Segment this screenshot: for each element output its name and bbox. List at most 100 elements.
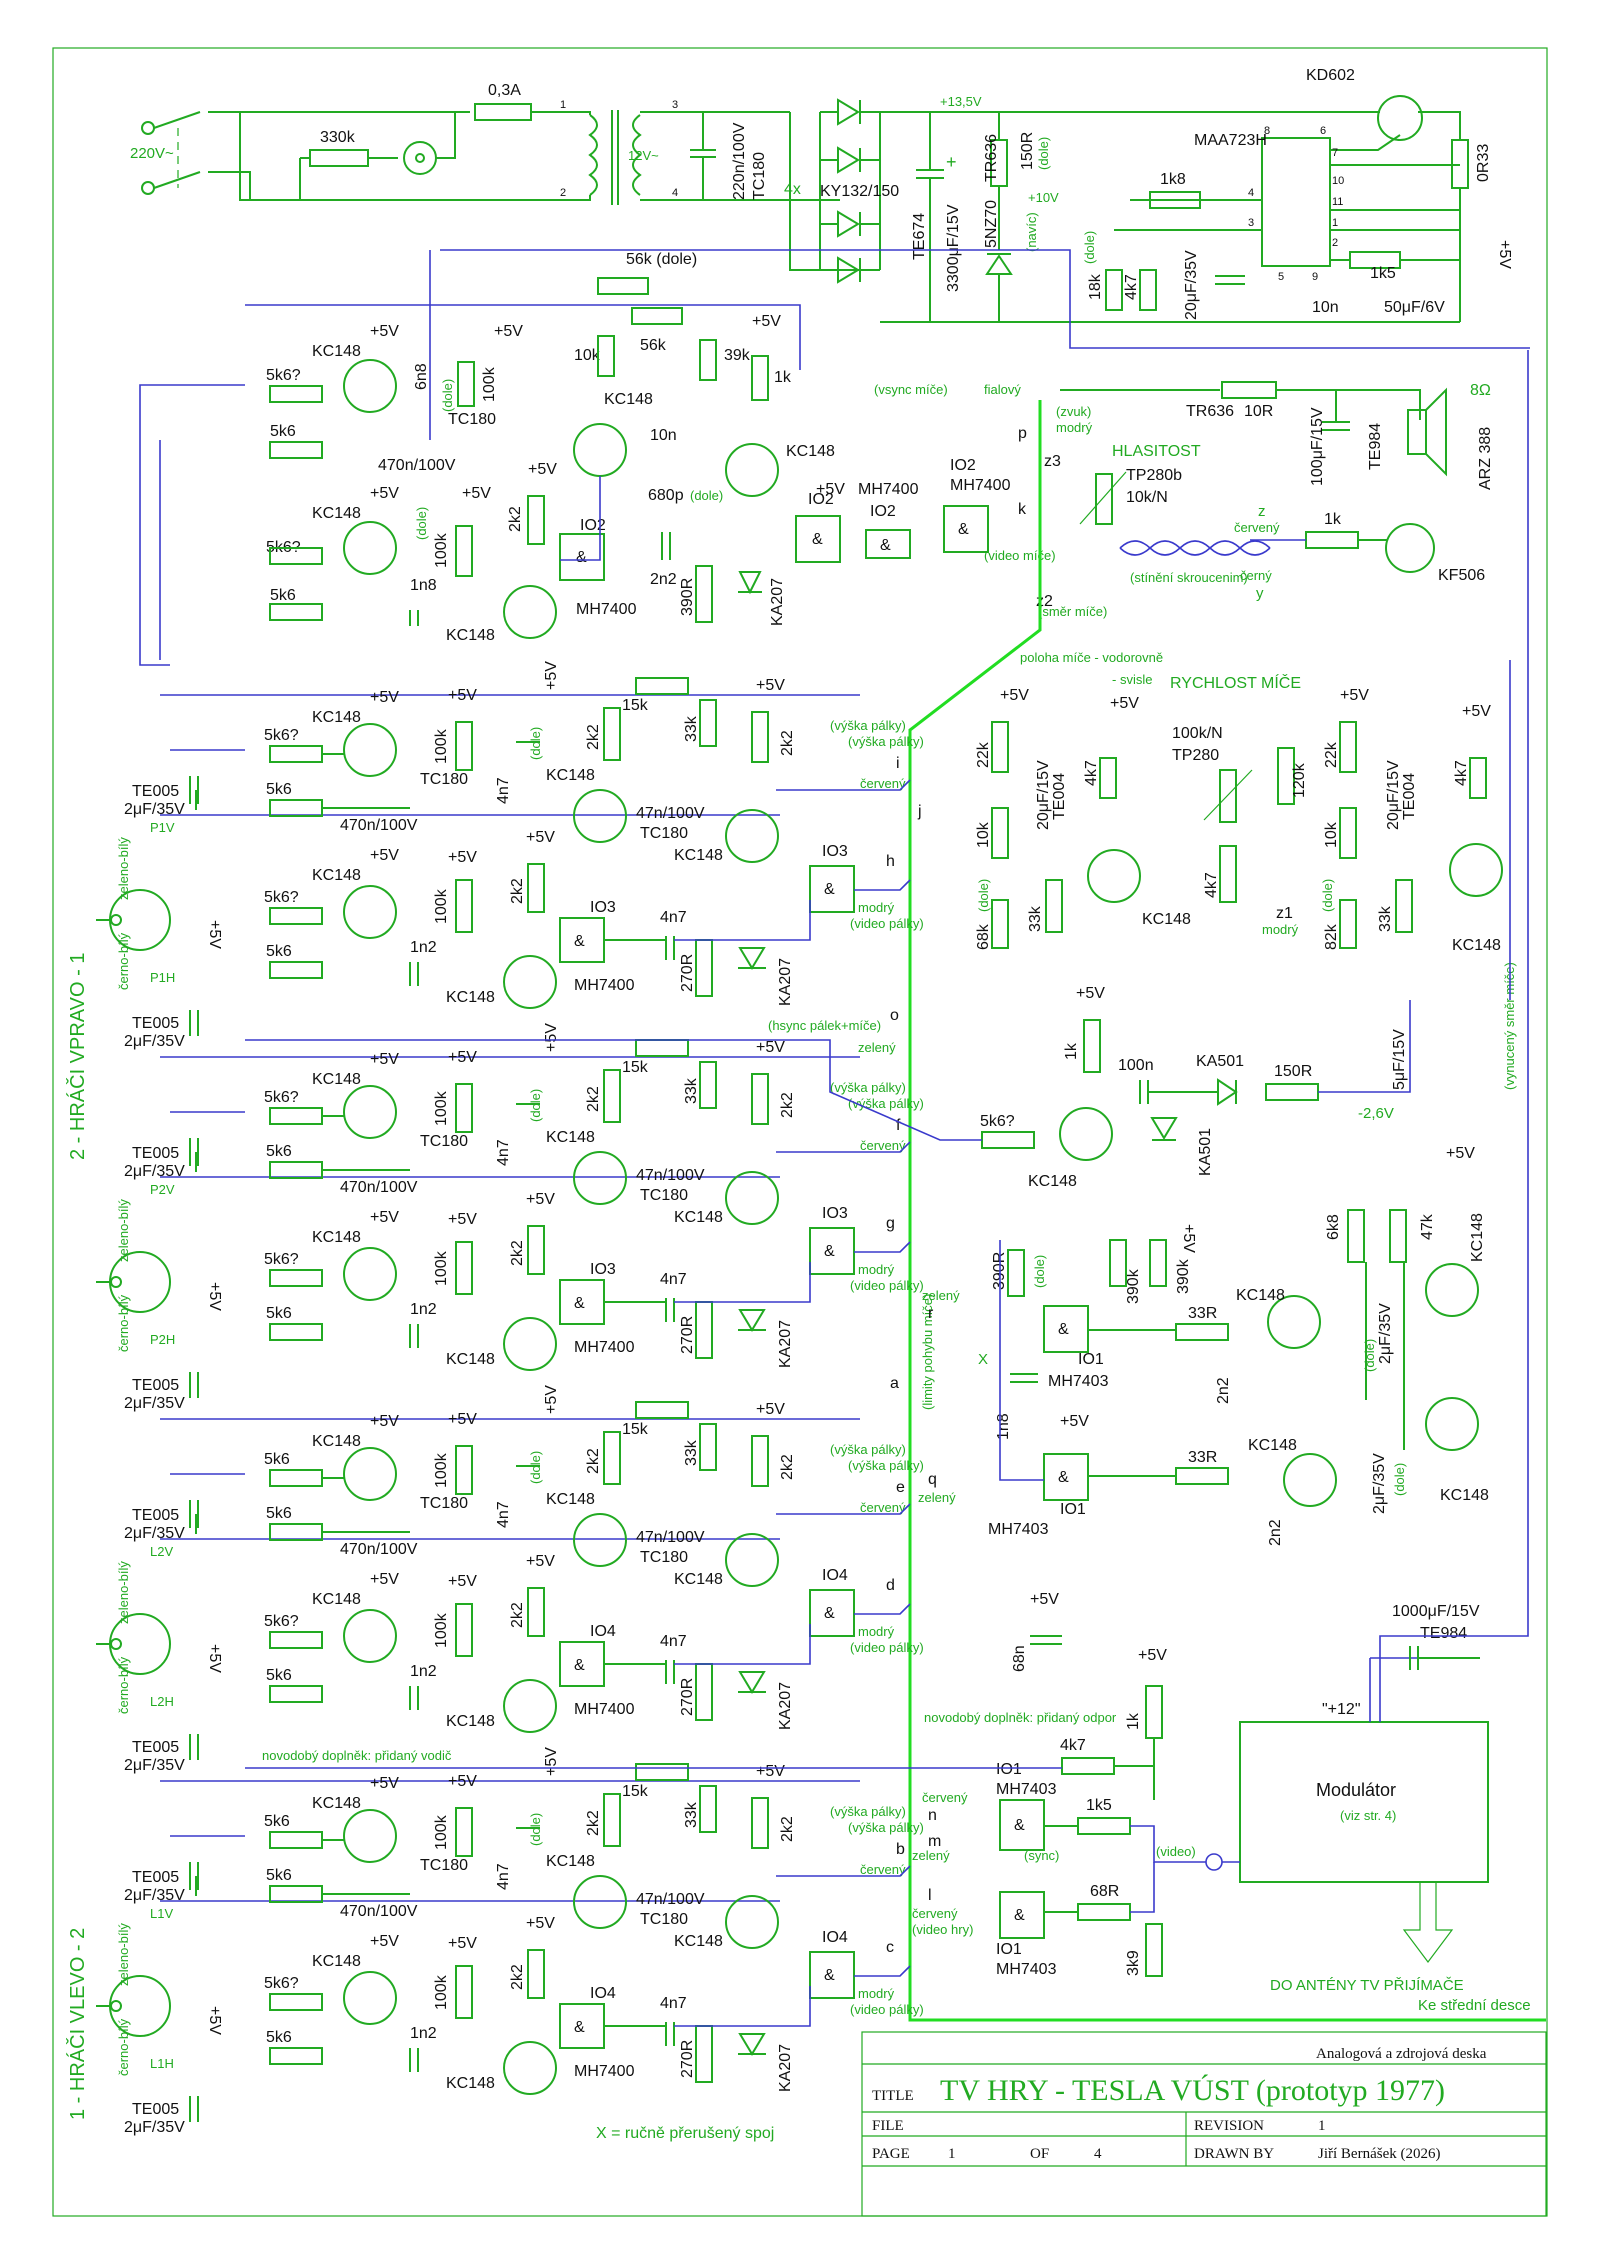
svg-text:TR636: TR636	[1186, 403, 1234, 420]
svg-text:(dole): (dole)	[1032, 1255, 1047, 1288]
svg-text:1k: 1k	[774, 369, 792, 386]
svg-text:&: &	[576, 549, 587, 566]
signal-label: j	[917, 803, 922, 820]
svg-text:červený: červený	[922, 1790, 968, 1805]
svg-text:470n/100V: 470n/100V	[378, 457, 456, 474]
svg-text:+5V: +5V	[526, 1553, 555, 1570]
players-left-label: 1 - HRÁČI VLEVO - 2	[66, 1928, 89, 2120]
svg-text:+5V: +5V	[526, 1191, 555, 1208]
svg-text:KC148: KC148	[1248, 1437, 1297, 1454]
svg-text:+5V: +5V	[448, 1773, 477, 1790]
svg-text:TC180: TC180	[448, 411, 496, 428]
svg-text:(směr míče): (směr míče)	[1038, 604, 1107, 619]
svg-text:(výška pálky): (výška pálky)	[830, 718, 906, 733]
svg-text:1: 1	[1318, 2118, 1326, 2134]
svg-text:MH7400: MH7400	[574, 2063, 635, 2080]
svg-text:TE004: TE004	[1051, 773, 1068, 820]
svg-text:5k6?: 5k6?	[264, 727, 299, 744]
svg-text:1: 1	[948, 2146, 956, 2162]
svg-text:4x: 4x	[784, 181, 801, 198]
paddle-pin-label: P1H	[150, 970, 175, 985]
svg-text:poloha míče - vodorovně: poloha míče - vodorovně	[1020, 650, 1163, 665]
svg-text:2n2: 2n2	[1215, 1377, 1232, 1404]
svg-text:modrý: modrý	[858, 1986, 895, 2001]
svg-text:(dole): (dole)	[414, 507, 429, 540]
svg-text:1k8: 1k8	[1160, 171, 1186, 188]
svg-text:2μF/35V: 2μF/35V	[124, 1757, 185, 1774]
svg-text:20μF/35V: 20μF/35V	[1183, 250, 1200, 320]
svg-text:10k: 10k	[975, 821, 992, 848]
svg-text:z3: z3	[1044, 453, 1061, 470]
svg-text:(vsync míče): (vsync míče)	[874, 382, 948, 397]
svg-text:+5V: +5V	[448, 849, 477, 866]
svg-text:KD602: KD602	[1306, 67, 1355, 84]
svg-text:+5V: +5V	[526, 1915, 555, 1932]
svg-text:IO2: IO2	[808, 491, 834, 508]
svg-text:MH7400: MH7400	[574, 977, 635, 994]
svg-text:2μF/35V: 2μF/35V	[1371, 1453, 1388, 1514]
svg-text:IO1: IO1	[1060, 1501, 1086, 1518]
svg-text:KC148: KC148	[446, 1713, 495, 1730]
paddle-pin-label: L2V	[150, 1544, 173, 1559]
svg-text:+5V: +5V	[462, 485, 491, 502]
svg-text:+5V: +5V	[494, 323, 523, 340]
paddle-blocks: P1V P1H zeleno-bílý černo-bílý +5V TE005 2μF/3…	[96, 661, 924, 2136]
svg-text:novodobý doplněk: přidaný vodi: novodobý doplněk: přidaný vodič	[262, 1748, 452, 1763]
svg-text:4: 4	[1094, 2146, 1102, 2162]
svg-text:KC148: KC148	[312, 1591, 361, 1608]
svg-text:&: &	[574, 1657, 585, 1674]
svg-text:270R: 270R	[679, 1678, 696, 1716]
svg-text:KC148: KC148	[546, 1129, 595, 1146]
svg-text:TE004: TE004	[1401, 773, 1418, 820]
svg-text:100k: 100k	[433, 728, 450, 764]
svg-text:+5V: +5V	[1340, 687, 1369, 704]
svg-text:(dole): (dole)	[528, 1089, 543, 1122]
svg-text:+5V: +5V	[370, 485, 399, 502]
svg-text:zelený: zelený	[858, 1040, 896, 1055]
svg-text:DRAWN BY: DRAWN BY	[1194, 2146, 1274, 2162]
signal-label: e	[896, 1479, 905, 1496]
signal-label: i	[896, 755, 900, 772]
hsync-section: (hsync pálek+míče) o zelený +5V 1k 100n …	[245, 985, 1411, 1190]
svg-text:68R: 68R	[1090, 1883, 1119, 1900]
svg-text:TC180: TC180	[640, 1187, 688, 1204]
svg-text:KC148: KC148	[312, 1229, 361, 1246]
svg-text:2μF/35V: 2μF/35V	[124, 1525, 185, 1542]
svg-text:TE005: TE005	[132, 1145, 179, 1162]
svg-text:KC148: KC148	[674, 1933, 723, 1950]
svg-text:černo-bílý: černo-bílý	[116, 932, 131, 990]
svg-text:2k2: 2k2	[509, 1240, 526, 1266]
svg-text:TC180: TC180	[420, 1857, 468, 1874]
svg-text:KC148: KC148	[312, 1433, 361, 1450]
ic-label: IO4	[590, 1623, 616, 1640]
svg-text:100k: 100k	[433, 1090, 450, 1126]
svg-text:+5V: +5V	[206, 1644, 223, 1673]
svg-text:MH7400: MH7400	[574, 1701, 635, 1718]
svg-text:+5V: +5V	[1138, 1647, 1167, 1664]
svg-text:KC148: KC148	[312, 343, 361, 360]
svg-text:4n7: 4n7	[660, 909, 687, 926]
svg-text:(video pálky): (video pálky)	[850, 916, 924, 931]
svg-text:KA207: KA207	[777, 1320, 794, 1368]
svg-text:MH7403: MH7403	[996, 1781, 1057, 1798]
svg-text:2μF/35V: 2μF/35V	[124, 1887, 185, 1904]
svg-text:(výška pálky): (výška pálky)	[830, 1080, 906, 1095]
svg-text:4k7: 4k7	[1203, 872, 1220, 898]
svg-text:8Ω: 8Ω	[1470, 382, 1491, 399]
svg-text:15k: 15k	[622, 1059, 649, 1076]
svg-text:zelený: zelený	[922, 1288, 960, 1303]
svg-text:(video pálky): (video pálky)	[850, 1640, 924, 1655]
svg-text:1n2: 1n2	[410, 1663, 437, 1680]
svg-text:KA207: KA207	[777, 2044, 794, 2092]
svg-text:KC148: KC148	[1236, 1287, 1285, 1304]
svg-text:HLASITOST: HLASITOST	[1112, 443, 1201, 460]
svg-text:5k6: 5k6	[266, 2029, 292, 2046]
svg-text:KC148: KC148	[312, 709, 361, 726]
svg-text:+5V: +5V	[448, 1573, 477, 1590]
svg-text:MAA723H: MAA723H	[1194, 132, 1267, 149]
svg-text:zeleno-bílý: zeleno-bílý	[116, 1923, 131, 1986]
paddle-pin-label: P1V	[150, 820, 175, 835]
svg-text:(viz str. 4): (viz str. 4)	[1340, 1808, 1396, 1823]
svg-text:100n: 100n	[1118, 1057, 1154, 1074]
svg-text:4n7: 4n7	[495, 1139, 512, 1166]
